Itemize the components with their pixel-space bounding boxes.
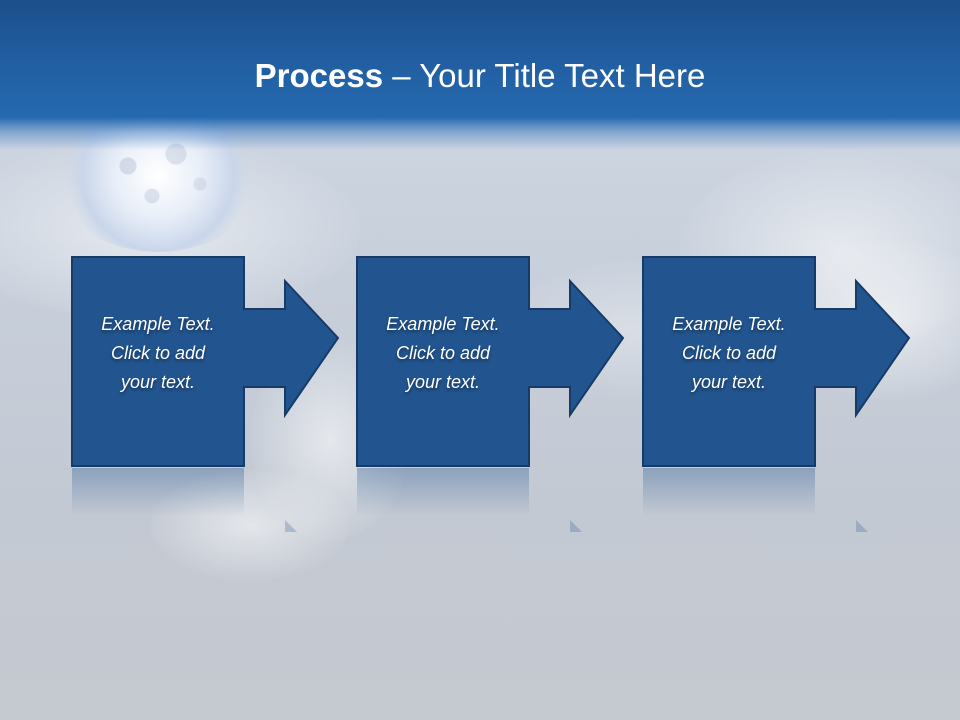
process-step-3[interactable]: Example Text. Click to add your text. bbox=[642, 256, 912, 468]
step-line: Example Text. bbox=[386, 314, 500, 334]
step-line: Click to add bbox=[110, 343, 206, 363]
step-text[interactable]: Example Text. Click to add your text. bbox=[356, 310, 530, 397]
step-line: Click to add bbox=[395, 343, 491, 363]
arrow-box-shape bbox=[71, 256, 340, 467]
step-line: Example Text. bbox=[101, 314, 215, 334]
step-reflection bbox=[71, 468, 341, 548]
step-line: Example Text. bbox=[672, 314, 786, 334]
title-bold: Process bbox=[254, 57, 384, 94]
step-line: your text. bbox=[691, 372, 767, 392]
process-step-2[interactable]: Example Text. Click to add your text. bbox=[356, 256, 626, 468]
step-line: your text. bbox=[405, 372, 481, 392]
step-reflection bbox=[642, 468, 912, 548]
process-step-1[interactable]: Example Text. Click to add your text. bbox=[71, 256, 341, 468]
arrow-box-shape bbox=[642, 256, 911, 467]
step-line: your text. bbox=[120, 372, 196, 392]
title-rest: – Your Title Text Here bbox=[383, 57, 706, 94]
step-line: Click to add bbox=[681, 343, 777, 363]
arrow-box-shape bbox=[356, 256, 625, 467]
step-text[interactable]: Example Text. Click to add your text. bbox=[71, 310, 245, 397]
step-reflection bbox=[356, 468, 626, 548]
step-text[interactable]: Example Text. Click to add your text. bbox=[642, 310, 816, 397]
title-bar bbox=[0, 0, 960, 150]
slide-title[interactable]: Process – Your Title Text Here bbox=[0, 56, 960, 96]
